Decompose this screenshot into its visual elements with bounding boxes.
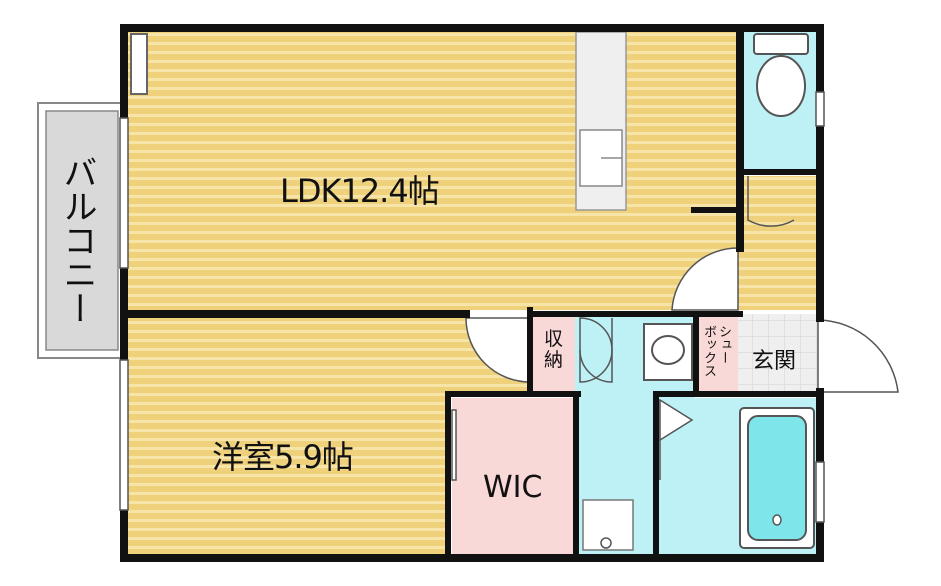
shoebox-label: シュー ボックス xyxy=(701,325,731,377)
bedroom-name: 洋室 xyxy=(212,438,275,476)
storage-label: 収 納 xyxy=(544,329,563,370)
ldk-label: LDK12.4帖 xyxy=(280,166,440,212)
bedroom-floor xyxy=(128,318,450,554)
balcony xyxy=(37,102,125,359)
window-frame-top xyxy=(130,33,148,95)
windows xyxy=(119,91,825,523)
ldk-size: 12.4帖 xyxy=(340,172,439,210)
wic-floor xyxy=(452,398,574,554)
wic-label: WIC xyxy=(483,470,543,505)
washer-pan xyxy=(582,499,634,551)
kitchen-counter xyxy=(575,31,627,211)
bathtub xyxy=(739,407,815,549)
door-swings xyxy=(465,176,899,480)
storage-floor xyxy=(533,314,575,392)
shoebox-label-line1: シュー xyxy=(716,325,731,364)
toilet-fixture xyxy=(753,33,809,117)
storage-label-line1: 収 xyxy=(544,328,564,350)
bedroom-size: 5.9帖 xyxy=(274,438,354,476)
shoebox-label-line2: ボックス xyxy=(701,325,716,377)
shoebox-floor xyxy=(698,314,738,392)
hall-floor xyxy=(738,176,818,310)
bedroom-label: 洋室5.9帖 xyxy=(212,432,354,478)
entrance-floor xyxy=(738,314,818,392)
entrance-label: 玄関 xyxy=(752,349,797,374)
ldk-name: LDK xyxy=(280,172,341,210)
balcony-label: バルコニー xyxy=(57,155,97,325)
wash-basin xyxy=(643,323,693,381)
storage-label-line2: 納 xyxy=(544,348,564,371)
ldk-floor xyxy=(128,32,738,310)
